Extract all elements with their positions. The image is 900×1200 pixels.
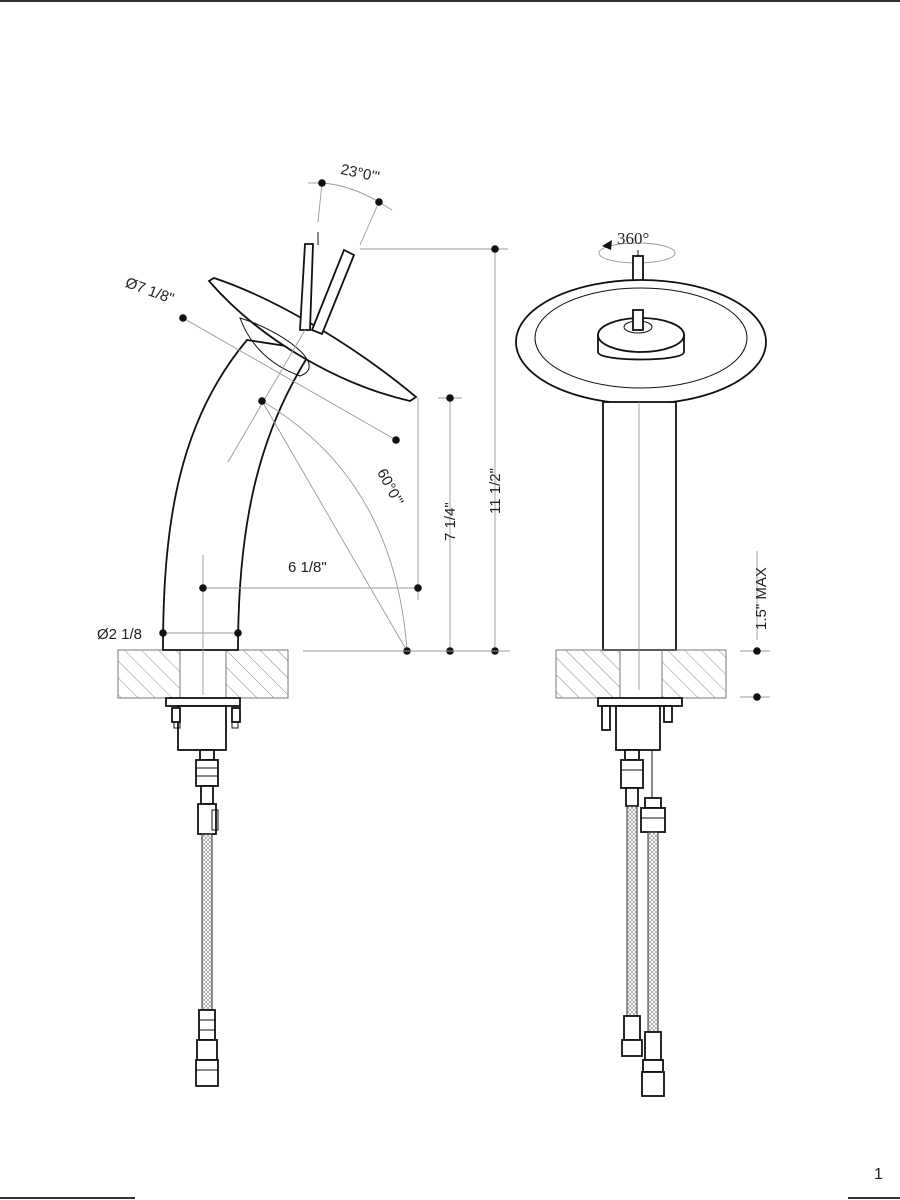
- front-center-cap: [597, 309, 685, 361]
- deck-thickness-label: 1.5" MAX: [753, 567, 770, 630]
- dim-base-diameter: Ø2 1/8: [97, 626, 242, 643]
- overall-height-label: 11 1/2": [487, 468, 504, 514]
- spout-angle-label: 60°0'": [373, 466, 406, 509]
- spout-height-label: 7 1/4": [442, 502, 459, 541]
- bottom-right-rule: [848, 1197, 900, 1199]
- side-handles: [299, 232, 356, 336]
- side-spout-body: [162, 339, 314, 651]
- handle-angle-label: 23°0'": [339, 161, 381, 186]
- front-valve-assembly: [597, 697, 683, 751]
- front-view: 360°: [515, 229, 770, 1097]
- dim-handle-angle: 23°0'": [308, 161, 393, 246]
- dim-reach: 6 1/8": [199, 398, 422, 600]
- dim-deck-thickness: 1.5" MAX: [740, 551, 770, 701]
- bottom-left-rule: [0, 1197, 135, 1199]
- side-countertop: [117, 649, 289, 699]
- side-valve-assembly: [165, 697, 241, 751]
- top-rule: [0, 0, 900, 2]
- page-number: 1: [874, 1166, 883, 1183]
- side-view: 23°0'" Ø7 1/8" 60°0'" 6 1/8": [97, 161, 510, 1087]
- side-glass-tray: [207, 277, 418, 402]
- spout-diameter-label: Ø7 1/8": [123, 274, 176, 307]
- dim-overall-height: 11 1/2": [360, 245, 508, 655]
- side-supply-hose: [195, 749, 219, 1087]
- base-diameter-label: Ø2 1/8: [97, 626, 142, 643]
- front-countertop: [555, 649, 727, 699]
- front-supply-hoses: [620, 749, 666, 1097]
- front-spout-body: [602, 401, 677, 651]
- reach-label: 6 1/8": [288, 559, 327, 576]
- rotation-label: 360°: [617, 229, 649, 248]
- dim-spout-height: 7 1/4": [438, 394, 462, 655]
